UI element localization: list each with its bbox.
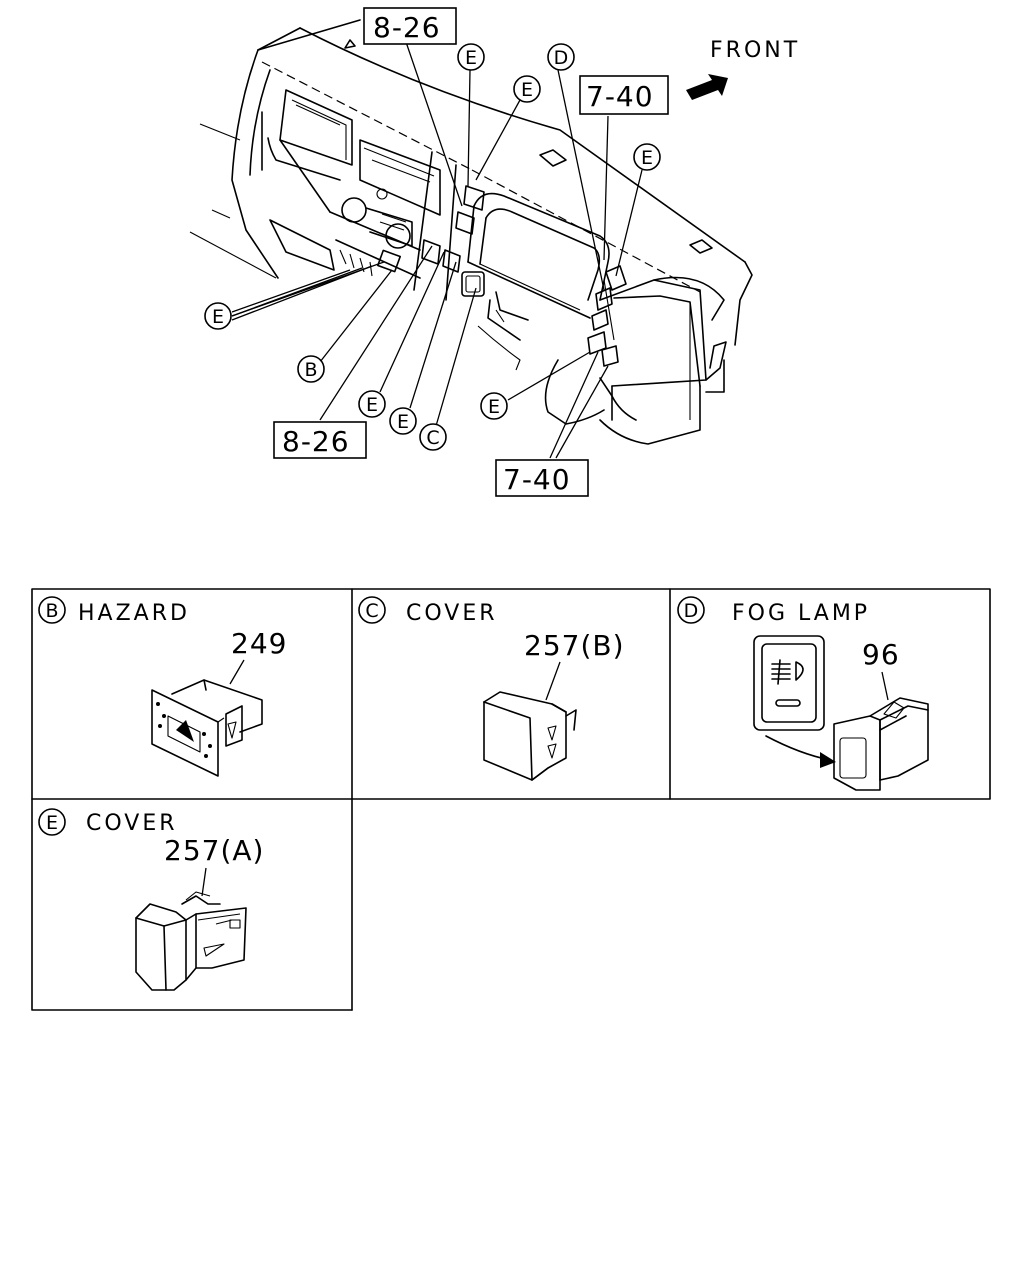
ref-box-lower-8-26: 8-26	[273, 421, 367, 459]
ref-text-7-40-upper: 7-40	[586, 80, 654, 113]
callout-e-4: E	[358, 390, 386, 418]
panel-fog-lamp-title: FOG LAMP	[732, 601, 870, 626]
callout-e-3: E	[633, 143, 661, 171]
svg-text:B: B	[304, 359, 317, 381]
cover-b-drawing	[483, 691, 577, 781]
panel-fog-lamp-letter: D	[684, 600, 699, 622]
panel-cover-c: C COVER 257(B)	[358, 596, 625, 781]
callout-c: C	[419, 423, 447, 451]
panel-hazard-letter: B	[45, 600, 58, 622]
svg-text:E: E	[465, 47, 477, 69]
panel-cover-e-title: COVER	[86, 811, 178, 836]
front-arrow: FRONT	[686, 38, 800, 100]
svg-text:E: E	[641, 147, 653, 169]
hazard-switch-drawing	[151, 679, 263, 777]
svg-text:E: E	[212, 306, 224, 328]
panel-cover-c-letter: C	[365, 600, 378, 622]
panel-fog-lamp-part-no: 96	[862, 638, 900, 671]
callout-e-5: E	[389, 407, 417, 435]
fog-lamp-switch-drawing	[833, 697, 929, 791]
panel-cover-c-part-no: 257(B)	[524, 629, 625, 662]
callout-b: B	[297, 355, 325, 383]
svg-text:D: D	[554, 47, 569, 69]
panel-cover-e: E COVER 257(A)	[38, 808, 264, 991]
svg-text:E: E	[521, 79, 533, 101]
detail-panel-grid	[31, 588, 991, 1011]
ref-box-upper-8-26: 8-26	[363, 7, 457, 45]
callout-e-left: E	[204, 302, 232, 330]
svg-text:E: E	[366, 394, 378, 416]
fog-lamp-face-drawing	[753, 635, 825, 731]
svg-text:E: E	[397, 411, 409, 433]
ref-text-8-26-upper: 8-26	[373, 11, 441, 44]
panel-hazard-part-no: 249	[231, 627, 287, 660]
front-label: FRONT	[710, 38, 800, 63]
ref-text-7-40-lower: 7-40	[503, 463, 571, 496]
panel-cover-c-title: COVER	[406, 601, 498, 626]
panel-cover-e-part-no: 257(A)	[164, 834, 264, 867]
panel-hazard: B HAZARD 249	[38, 596, 287, 777]
callout-e-6: E	[480, 392, 508, 420]
ref-box-lower-7-40: 7-40	[495, 459, 589, 497]
panel-cover-e-letter: E	[46, 812, 58, 834]
svg-text:C: C	[426, 427, 439, 449]
panel-fog-lamp: D FOG LAMP 96	[677, 596, 929, 791]
callout-e-2: E	[513, 75, 541, 103]
callout-e-1: E	[457, 43, 485, 71]
svg-text:E: E	[488, 396, 500, 418]
ref-box-upper-7-40: 7-40	[579, 75, 669, 115]
callout-d-top: D	[547, 43, 575, 71]
leader-lines	[231, 41, 643, 459]
ref-text-8-26-lower: 8-26	[282, 425, 350, 458]
panel-hazard-title: HAZARD	[78, 601, 190, 626]
cover-a-drawing	[135, 891, 247, 991]
